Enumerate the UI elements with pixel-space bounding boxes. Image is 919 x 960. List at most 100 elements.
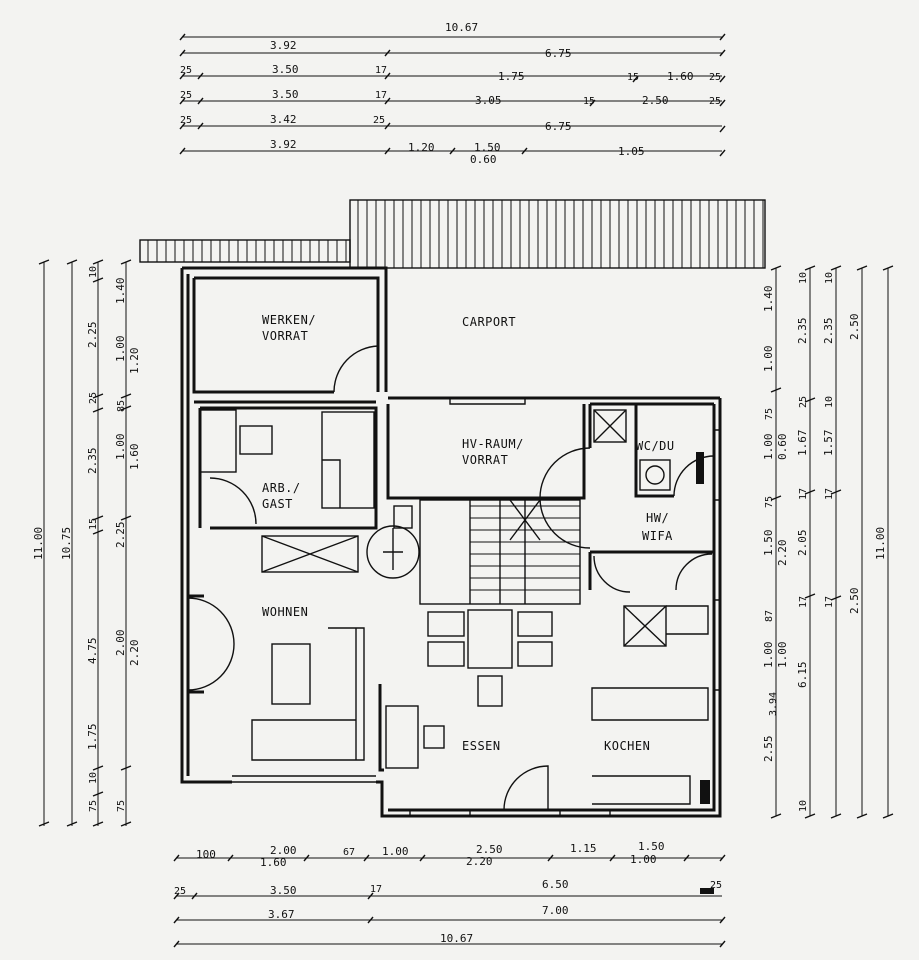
dim-label: 25 (373, 115, 385, 126)
dim-label: 2.20 (466, 855, 493, 868)
chair (477, 675, 503, 707)
hv-raum-walls (386, 404, 586, 500)
wifa-door-2 (675, 553, 713, 591)
dim-label: 2.50 (476, 843, 503, 856)
dim-label: 2.00 (114, 630, 127, 657)
chair (427, 611, 465, 637)
dim-label: 15 (627, 72, 639, 83)
dim-label: 7.00 (542, 904, 569, 917)
terrace-door-jamb (188, 594, 204, 694)
dim-label: 3.50 (272, 63, 299, 76)
dim-label: 67 (343, 847, 355, 858)
pergola-roof (349, 199, 766, 269)
sideboard-essen (385, 705, 419, 769)
dim-label: 25 (709, 72, 721, 83)
dim-label: 3.42 (270, 113, 297, 126)
right-dimension-chains: 1.40 1.00 75 1.00 0.60 75 1.50 2.20 87 1… (762, 265, 894, 819)
dim-label: 2.50 (642, 94, 669, 107)
room-labels: WERKEN/ VORRAT CARPORT HV-RAUM/ VORRAT W… (262, 313, 674, 753)
dim-label: 1.50 (762, 530, 775, 557)
dim-label: 2.00 (270, 844, 297, 857)
dim-label: 87 (764, 610, 775, 622)
sideboard-cross (261, 535, 359, 573)
dim-ticks (770, 265, 894, 819)
arb-desk (199, 409, 237, 473)
dim-label: 17 (798, 488, 809, 500)
dim-label: 25 (709, 96, 721, 107)
building (180, 266, 722, 818)
dim-label: 1.05 (618, 145, 645, 158)
dim-label: 2.20 (128, 640, 141, 667)
room-label-wifa: WIFA (642, 529, 673, 543)
entrance-door (503, 765, 549, 811)
dim-label: 17 (824, 488, 835, 500)
hall-door-arc (539, 447, 591, 549)
dim-label: 17 (824, 596, 835, 608)
room-label-hv-raum-1: HV-RAUM/ (462, 437, 524, 451)
wc-toilet (639, 459, 671, 491)
dim-label: 3.92 (270, 39, 297, 52)
dim-label: 1.60 (260, 856, 287, 869)
dim-label: 1.60 (128, 444, 141, 471)
dim-label: 1.40 (762, 286, 775, 313)
window-bottom-left (232, 775, 376, 783)
horizontal-wall (194, 396, 720, 404)
room-label-werken-2: VORRAT (262, 329, 308, 343)
dim-label: 1.57 (822, 430, 835, 457)
dim-label: 0.60 (776, 434, 789, 461)
stove-detail (383, 528, 403, 570)
dining-table (467, 609, 513, 669)
fridge (623, 605, 667, 647)
dim-label: 2.35 (822, 318, 835, 345)
dim-label: 10 (798, 272, 809, 284)
dim-label: 25 (180, 90, 192, 101)
dim-label: 85 (116, 400, 127, 412)
shower-cross (593, 409, 627, 443)
dim-label: 75 (116, 800, 127, 812)
dim-label: 3.92 (270, 138, 297, 151)
dim-label: 10 (824, 396, 835, 408)
left-dimension-chains: 11.00 10.75 10 2.25 25 2.35 15 4.75 1.75… (32, 259, 141, 827)
pergola-slats (147, 200, 764, 268)
fridge-cross (623, 605, 667, 647)
dim-ticks (38, 259, 132, 827)
room-label-hv-raum-2: VORRAT (462, 453, 508, 467)
wc-radiator (696, 452, 704, 484)
dim-label: 1.20 (128, 348, 141, 375)
dim-label: 1.67 (796, 430, 809, 457)
counter-upper (666, 605, 709, 635)
dim-label: 1.50 (638, 840, 665, 853)
dim-label: 1.00 (762, 434, 775, 461)
dim-label: 75 (88, 800, 99, 812)
room-label-hw: HW/ (646, 511, 669, 525)
arb-bed-detail (322, 459, 341, 508)
staircase (419, 499, 581, 605)
room-label-essen: ESSEN (462, 739, 501, 753)
dim-label: 2.50 (848, 314, 861, 341)
room-label-arb-2: GAST (262, 497, 293, 511)
bottom-dimension-chains: 100 2.00 1.60 67 1.00 2.50 2.20 1.15 1.5… (173, 840, 726, 948)
outer-wall (180, 266, 722, 818)
chair (427, 641, 465, 667)
dim-label: 1.60 (667, 70, 694, 83)
dim-label: 10.75 (60, 527, 73, 560)
sideboard (261, 535, 359, 573)
room-label-kochen: KOCHEN (604, 739, 650, 753)
wc-walls (588, 402, 714, 498)
wc-door (673, 455, 715, 497)
pergola (139, 199, 766, 269)
right-window-marks (714, 429, 720, 691)
arb-gast-door (209, 477, 257, 525)
chimney (393, 505, 413, 529)
dim-label: 1.15 (570, 842, 597, 855)
shower-tray (593, 409, 627, 443)
small-cabinet (423, 725, 445, 749)
dim-label: 25 (180, 65, 192, 76)
kitchen-counter-bottom (592, 775, 691, 805)
dim-label: 10 (824, 272, 835, 284)
dim-label: 75 (764, 408, 775, 420)
dim-label: 6.50 (542, 878, 569, 891)
dim-label: 100 (196, 848, 216, 861)
dim-label: 17 (798, 596, 809, 608)
dim-label: 2.50 (848, 588, 861, 615)
